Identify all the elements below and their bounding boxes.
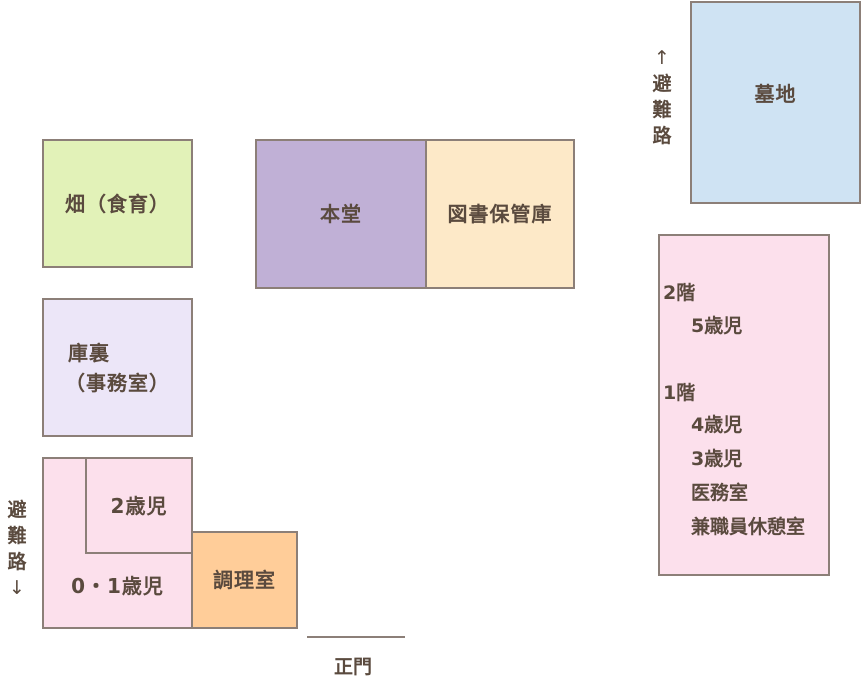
evacuation-route-left: 避 難 路 ↓ [6, 497, 28, 601]
main-hall-area: 本堂 [255, 139, 427, 289]
age-2-room: 2歳児 [85, 457, 193, 554]
kitchen-label: 調理室 [213, 568, 276, 592]
kitchen-area: 調理室 [191, 531, 298, 629]
kuri-sub-label: （事務室） [65, 370, 170, 395]
kuri-area: 庫裏 （事務室） [42, 298, 193, 437]
field-label: 畑（食育） [65, 191, 170, 216]
evacuation-char: 避 [7, 499, 27, 521]
kuri-label: 庫裏 [68, 340, 110, 365]
cemetery-label: 墓地 [754, 82, 797, 106]
up-arrow-icon: ↑ [654, 47, 670, 69]
main-hall-label: 本堂 [320, 202, 362, 226]
evacuation-char: 難 [652, 99, 672, 121]
age-2-label: 2歳児 [110, 493, 168, 518]
field-area: 畑（食育） [42, 139, 193, 268]
evacuation-char: 路 [652, 125, 672, 147]
floor2-label: 2階 [663, 282, 696, 304]
library-label: 図書保管庫 [447, 202, 553, 226]
evacuation-char: 避 [652, 73, 672, 95]
main-gate-label: 正門 [334, 656, 373, 678]
cemetery-area: 墓地 [690, 1, 861, 204]
age-3-label: 3歳児 [691, 448, 743, 470]
library-area: 図書保管庫 [425, 139, 575, 289]
evacuation-char: 難 [7, 525, 27, 547]
right-building [658, 234, 830, 576]
medical-room-label: 医務室 [691, 482, 749, 504]
evacuation-char: 路 [7, 551, 27, 573]
age-0-1-label: 0・1歳児 [71, 574, 164, 598]
floor1-label: 1階 [663, 382, 696, 404]
evacuation-route-top: ↑ 避 難 路 [651, 45, 673, 149]
age-4-label: 4歳児 [691, 414, 743, 436]
down-arrow-icon: ↓ [9, 577, 25, 599]
staff-room-label: 兼職員休憩室 [691, 516, 806, 538]
main-gate-line [307, 636, 405, 638]
age-5-label: 5歳児 [691, 315, 743, 337]
